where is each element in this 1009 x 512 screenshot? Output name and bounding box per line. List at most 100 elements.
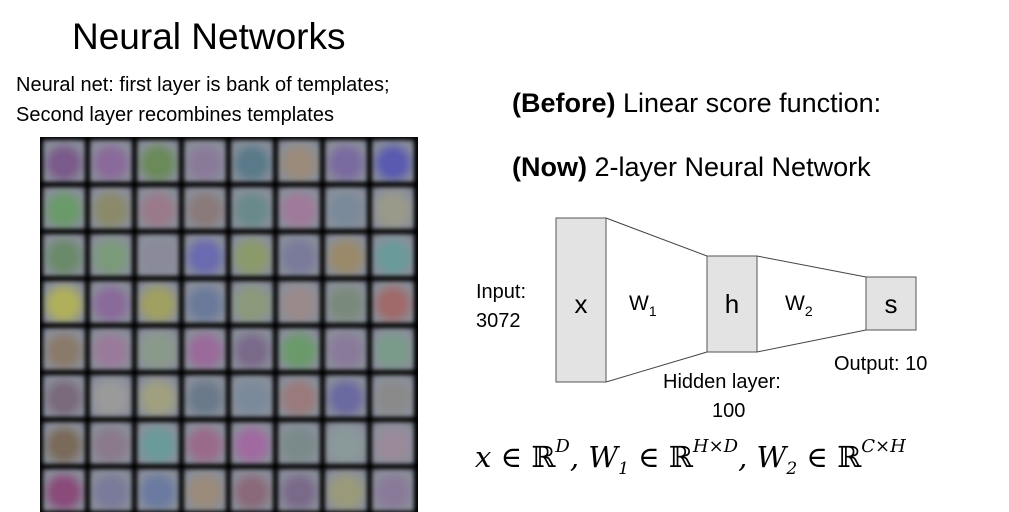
template-tile [184, 234, 226, 276]
hidden-label-line-1: Hidden layer: [663, 371, 781, 393]
w1-letter: W [629, 292, 649, 315]
template-tile [231, 328, 273, 370]
template-tile [278, 375, 320, 417]
template-tile [137, 422, 179, 464]
input-box [555, 217, 607, 383]
template-tile [90, 234, 132, 276]
output-box [865, 276, 917, 331]
template-tile [278, 469, 320, 511]
template-tile [184, 281, 226, 323]
template-tile [137, 140, 179, 182]
caption-line-2: Second layer recombines templates [16, 104, 334, 126]
eq-real-1: ℝ [531, 440, 556, 474]
eq-w1: , W [569, 440, 619, 474]
template-tile [325, 328, 367, 370]
template-tile [137, 375, 179, 417]
dimension-equation: x ∈ ℝD, W1 ∈ ℝH×D, W2 ∈ ℝC×H [475, 436, 906, 479]
hidden-label-line-2: 100 [712, 400, 746, 422]
template-tile [372, 469, 414, 511]
template-tile [372, 375, 414, 417]
template-tile [231, 375, 273, 417]
eq-in-2: ∈ [628, 440, 669, 474]
template-tile [43, 375, 85, 417]
template-tile [325, 140, 367, 182]
template-tile [372, 234, 414, 276]
template-tile [325, 187, 367, 229]
template-tile [325, 469, 367, 511]
template-tile [278, 234, 320, 276]
template-tile [43, 422, 85, 464]
template-tile [90, 281, 132, 323]
template-tile [137, 328, 179, 370]
x-label: x [575, 289, 588, 319]
eq-real-3: ℝ [837, 440, 862, 474]
template-tile [278, 422, 320, 464]
eq-sup-1: D [555, 436, 570, 457]
eq-real-2: ℝ [668, 440, 693, 474]
template-tile [372, 422, 414, 464]
eq-sup-2: H×D [692, 436, 739, 457]
now-bold: (Now) [512, 152, 587, 182]
eq-in-3: ∈ [797, 440, 838, 474]
template-tile [325, 375, 367, 417]
template-tile [90, 422, 132, 464]
before-line: (Before) Linear score function: [512, 88, 881, 119]
template-tile [372, 140, 414, 182]
template-tile [184, 422, 226, 464]
template-tile [43, 187, 85, 229]
before-bold: (Before) [512, 88, 616, 118]
now-text: 2-layer Neural Network [586, 152, 871, 182]
template-tile [184, 375, 226, 417]
template-tile [278, 281, 320, 323]
template-tile [90, 328, 132, 370]
w2-letter: W [785, 292, 805, 315]
template-tile [231, 140, 273, 182]
eq-w1-sub: 1 [618, 458, 629, 479]
template-tile [372, 281, 414, 323]
template-tile [137, 234, 179, 276]
template-tile [184, 469, 226, 511]
template-tile [372, 328, 414, 370]
output-label: Output: 10 [834, 353, 928, 375]
template-tile [43, 328, 85, 370]
now-line: (Now) 2-layer Neural Network [512, 152, 871, 183]
template-tile [372, 187, 414, 229]
w1-label: W1 [629, 292, 657, 319]
hidden-box [706, 255, 758, 353]
connector-x-h-top [605, 217, 708, 257]
template-tile [278, 187, 320, 229]
template-tile [184, 328, 226, 370]
connector-h-s-bottom [756, 329, 867, 353]
before-text: Linear score function: [615, 88, 882, 118]
template-tile [43, 469, 85, 511]
template-tile [325, 422, 367, 464]
template-tile [90, 187, 132, 229]
template-tile [231, 281, 273, 323]
template-tile [43, 234, 85, 276]
w1-subscript: 1 [649, 303, 657, 319]
caption-line-1: Neural net: first layer is bank of templ… [16, 74, 390, 96]
template-tile [325, 234, 367, 276]
template-tile [137, 281, 179, 323]
template-tile [231, 469, 273, 511]
h-label: h [725, 289, 739, 319]
w2-label: W2 [785, 292, 813, 319]
eq-w2-sub: 2 [786, 458, 798, 479]
eq-in-1: ∈ [491, 440, 532, 474]
template-tile [231, 422, 273, 464]
template-tile [325, 281, 367, 323]
template-tile [278, 140, 320, 182]
input-label-line-1: Input: [476, 281, 527, 303]
template-tile [137, 469, 179, 511]
template-tile [231, 187, 273, 229]
template-tile [90, 469, 132, 511]
template-tile [90, 375, 132, 417]
s-label: s [885, 289, 898, 319]
template-tile [137, 187, 179, 229]
template-tile [90, 140, 132, 182]
template-tile [184, 187, 226, 229]
eq-x: x [475, 440, 492, 474]
template-image-grid [40, 137, 418, 512]
input-label-line-2: 3072 [476, 310, 521, 332]
